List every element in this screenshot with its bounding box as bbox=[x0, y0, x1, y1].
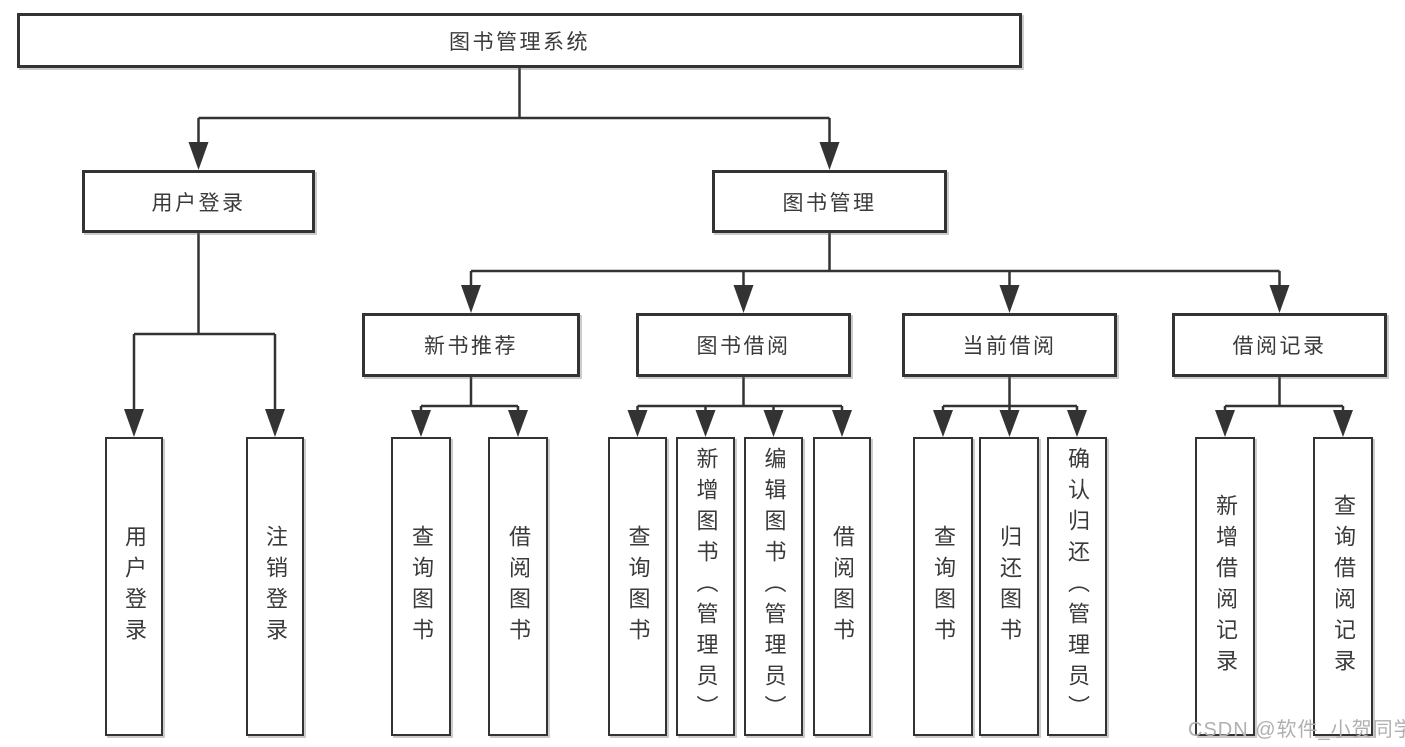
connector-root-to-level2 bbox=[188, 68, 840, 170]
node-current-borrowing: 当前借阅 bbox=[902, 313, 1117, 377]
leaf-edit-books-admin: 编辑图书（管理员） bbox=[744, 437, 803, 736]
arrow-down-icon bbox=[763, 410, 784, 437]
connector-line bbox=[197, 68, 831, 144]
connector-new-book-to-leaves bbox=[411, 377, 528, 437]
leaf-query-borrow-record: 查询借阅记录 bbox=[1313, 437, 1373, 736]
node-book-management: 图书管理 bbox=[712, 170, 947, 233]
leaf-label: 查询图书 bbox=[625, 524, 651, 649]
connector-line bbox=[1223, 377, 1345, 411]
arrow-down-icon bbox=[627, 410, 648, 437]
leaf-label: 借阅图书 bbox=[506, 524, 531, 649]
connector-line bbox=[941, 377, 1079, 411]
node-user-login: 用户登录 bbox=[82, 170, 315, 233]
leaf-label: 注销登录 bbox=[263, 524, 288, 649]
leaf-label: 确认归还（管理员） bbox=[1065, 447, 1090, 726]
arrow-down-icon bbox=[1269, 285, 1290, 313]
arrow-down-icon bbox=[695, 410, 716, 437]
arrow-down-icon bbox=[999, 285, 1020, 313]
leaf-label: 查询图书 bbox=[409, 524, 434, 649]
leaf-label: 编辑图书（管理员） bbox=[761, 447, 787, 726]
node-label: 当前借阅 bbox=[962, 335, 1057, 358]
node-label: 用户登录 bbox=[151, 191, 246, 215]
leaf-label: 查询图书 bbox=[931, 524, 956, 649]
connector-line bbox=[419, 377, 520, 411]
arrow-down-icon bbox=[508, 410, 528, 437]
leaf-add-books-admin: 新增图书（管理员） bbox=[676, 437, 735, 736]
leaf-label: 归还图书 bbox=[997, 524, 1022, 649]
leaf-return-books: 归还图书 bbox=[979, 437, 1039, 736]
arrow-down-icon bbox=[411, 410, 431, 437]
connector-current-borrow-to-leaves bbox=[933, 377, 1087, 437]
node-borrowing-records: 借阅记录 bbox=[1172, 313, 1387, 377]
arrow-down-icon bbox=[461, 285, 481, 313]
leaf-label: 查询借阅记录 bbox=[1331, 493, 1356, 680]
connector-line bbox=[132, 233, 277, 411]
arrow-down-icon bbox=[1067, 410, 1087, 437]
node-label: 新书推荐 bbox=[424, 335, 518, 358]
leaf-query-books-recommend: 查询图书 bbox=[391, 437, 451, 736]
leaf-query-books-borrowing: 查询图书 bbox=[608, 437, 667, 736]
arrow-down-icon bbox=[819, 142, 840, 170]
connector-line bbox=[469, 233, 1281, 287]
connector-line bbox=[636, 377, 844, 411]
connector-borrow-record-to-leaves bbox=[1215, 377, 1353, 437]
watermark: CSDN @软件_小贺同学 bbox=[1188, 719, 1405, 741]
node-library-system: 图书管理系统 bbox=[17, 13, 1022, 68]
node-label: 图书借阅 bbox=[696, 335, 791, 358]
leaf-logout: 注销登录 bbox=[246, 437, 304, 736]
connector-book-borrow-to-leaves bbox=[627, 377, 852, 437]
arrow-down-icon bbox=[265, 409, 285, 437]
leaf-label: 用户登录 bbox=[122, 524, 147, 649]
leaf-user-login: 用户登录 bbox=[105, 437, 163, 736]
connector-user-login-to-leaves bbox=[124, 233, 285, 437]
arrow-down-icon bbox=[1215, 410, 1235, 437]
node-new-book-recommendation: 新书推荐 bbox=[362, 313, 580, 377]
node-book-borrowing: 图书借阅 bbox=[636, 313, 851, 377]
arrow-down-icon bbox=[188, 142, 209, 170]
leaf-borrow-books-recommend: 借阅图书 bbox=[488, 437, 548, 736]
arrow-down-icon bbox=[733, 285, 754, 313]
node-label: 借阅记录 bbox=[1232, 335, 1327, 358]
arrow-down-icon bbox=[933, 410, 953, 437]
arrow-down-icon bbox=[832, 410, 852, 437]
connector-book-management-to-level3 bbox=[461, 233, 1290, 313]
arrow-down-icon bbox=[124, 409, 144, 437]
leaf-label: 新增借阅记录 bbox=[1213, 493, 1238, 680]
arrow-down-icon bbox=[1333, 410, 1353, 437]
leaf-label: 新增图书（管理员） bbox=[693, 447, 719, 726]
node-label: 图书管理 bbox=[782, 191, 877, 215]
leaf-query-books-current: 查询图书 bbox=[913, 437, 973, 736]
leaf-confirm-return-admin: 确认归还（管理员） bbox=[1047, 437, 1107, 736]
arrow-down-icon bbox=[999, 410, 1020, 437]
leaf-borrow-books-borrowing: 借阅图书 bbox=[813, 437, 871, 736]
node-label: 图书管理系统 bbox=[449, 30, 590, 54]
leaf-add-borrow-record: 新增借阅记录 bbox=[1195, 437, 1255, 736]
leaf-label: 借阅图书 bbox=[830, 524, 855, 649]
